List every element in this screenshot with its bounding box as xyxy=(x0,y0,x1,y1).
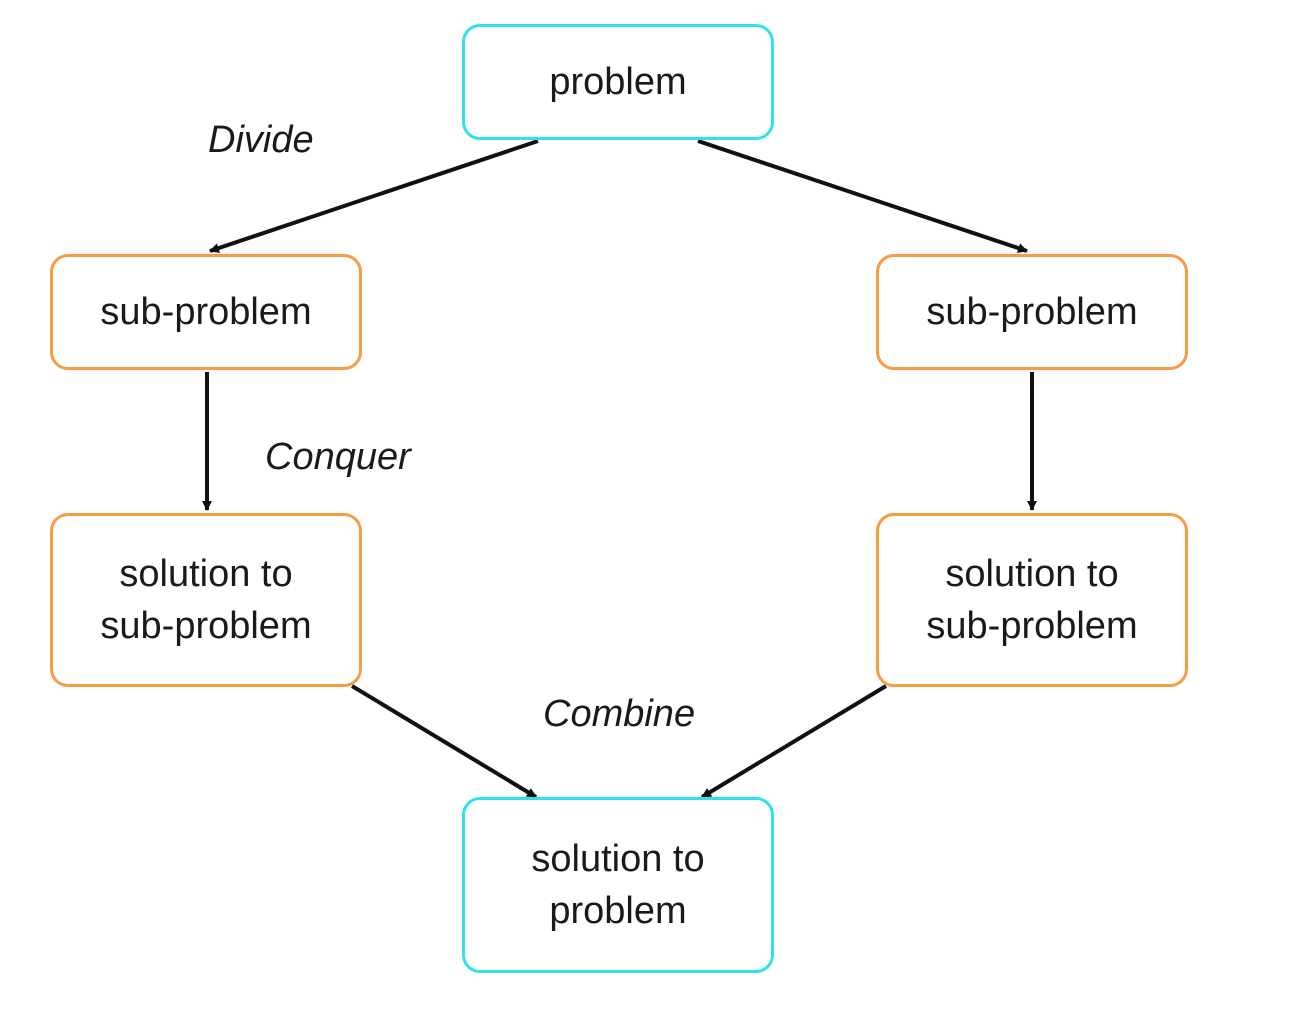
solution-problem-label: solution to problem xyxy=(531,838,705,932)
solution-sub-problem-left-label: solution to sub-problem xyxy=(100,553,312,647)
problem-node: problem xyxy=(462,24,774,140)
arrow-solution-sub-right-to-solution-problem xyxy=(700,684,888,799)
solution-sub-problem-right-label: solution to sub-problem xyxy=(926,553,1138,647)
sub-problem-left-label: sub-problem xyxy=(100,291,312,333)
combine-label: Combine xyxy=(543,693,696,735)
arrow-problem-to-sub-problem-right xyxy=(697,139,1028,253)
solution-problem-node: solution to problem xyxy=(462,797,774,973)
arrow-solution-sub-left-to-solution-problem xyxy=(350,684,538,799)
problem-node-label: problem xyxy=(549,61,687,103)
solution-sub-problem-left-node: solution to sub-problem xyxy=(50,513,362,687)
sub-problem-right-label: sub-problem xyxy=(926,291,1138,333)
solution-sub-problem-right-node: solution to sub-problem xyxy=(876,513,1188,687)
arrow-problem-to-sub-problem-left xyxy=(209,139,539,253)
divide-label: Divide xyxy=(208,119,314,161)
conquer-label: Conquer xyxy=(265,436,411,478)
sub-problem-right-node: sub-problem xyxy=(876,254,1188,370)
sub-problem-left-node: sub-problem xyxy=(50,254,362,370)
